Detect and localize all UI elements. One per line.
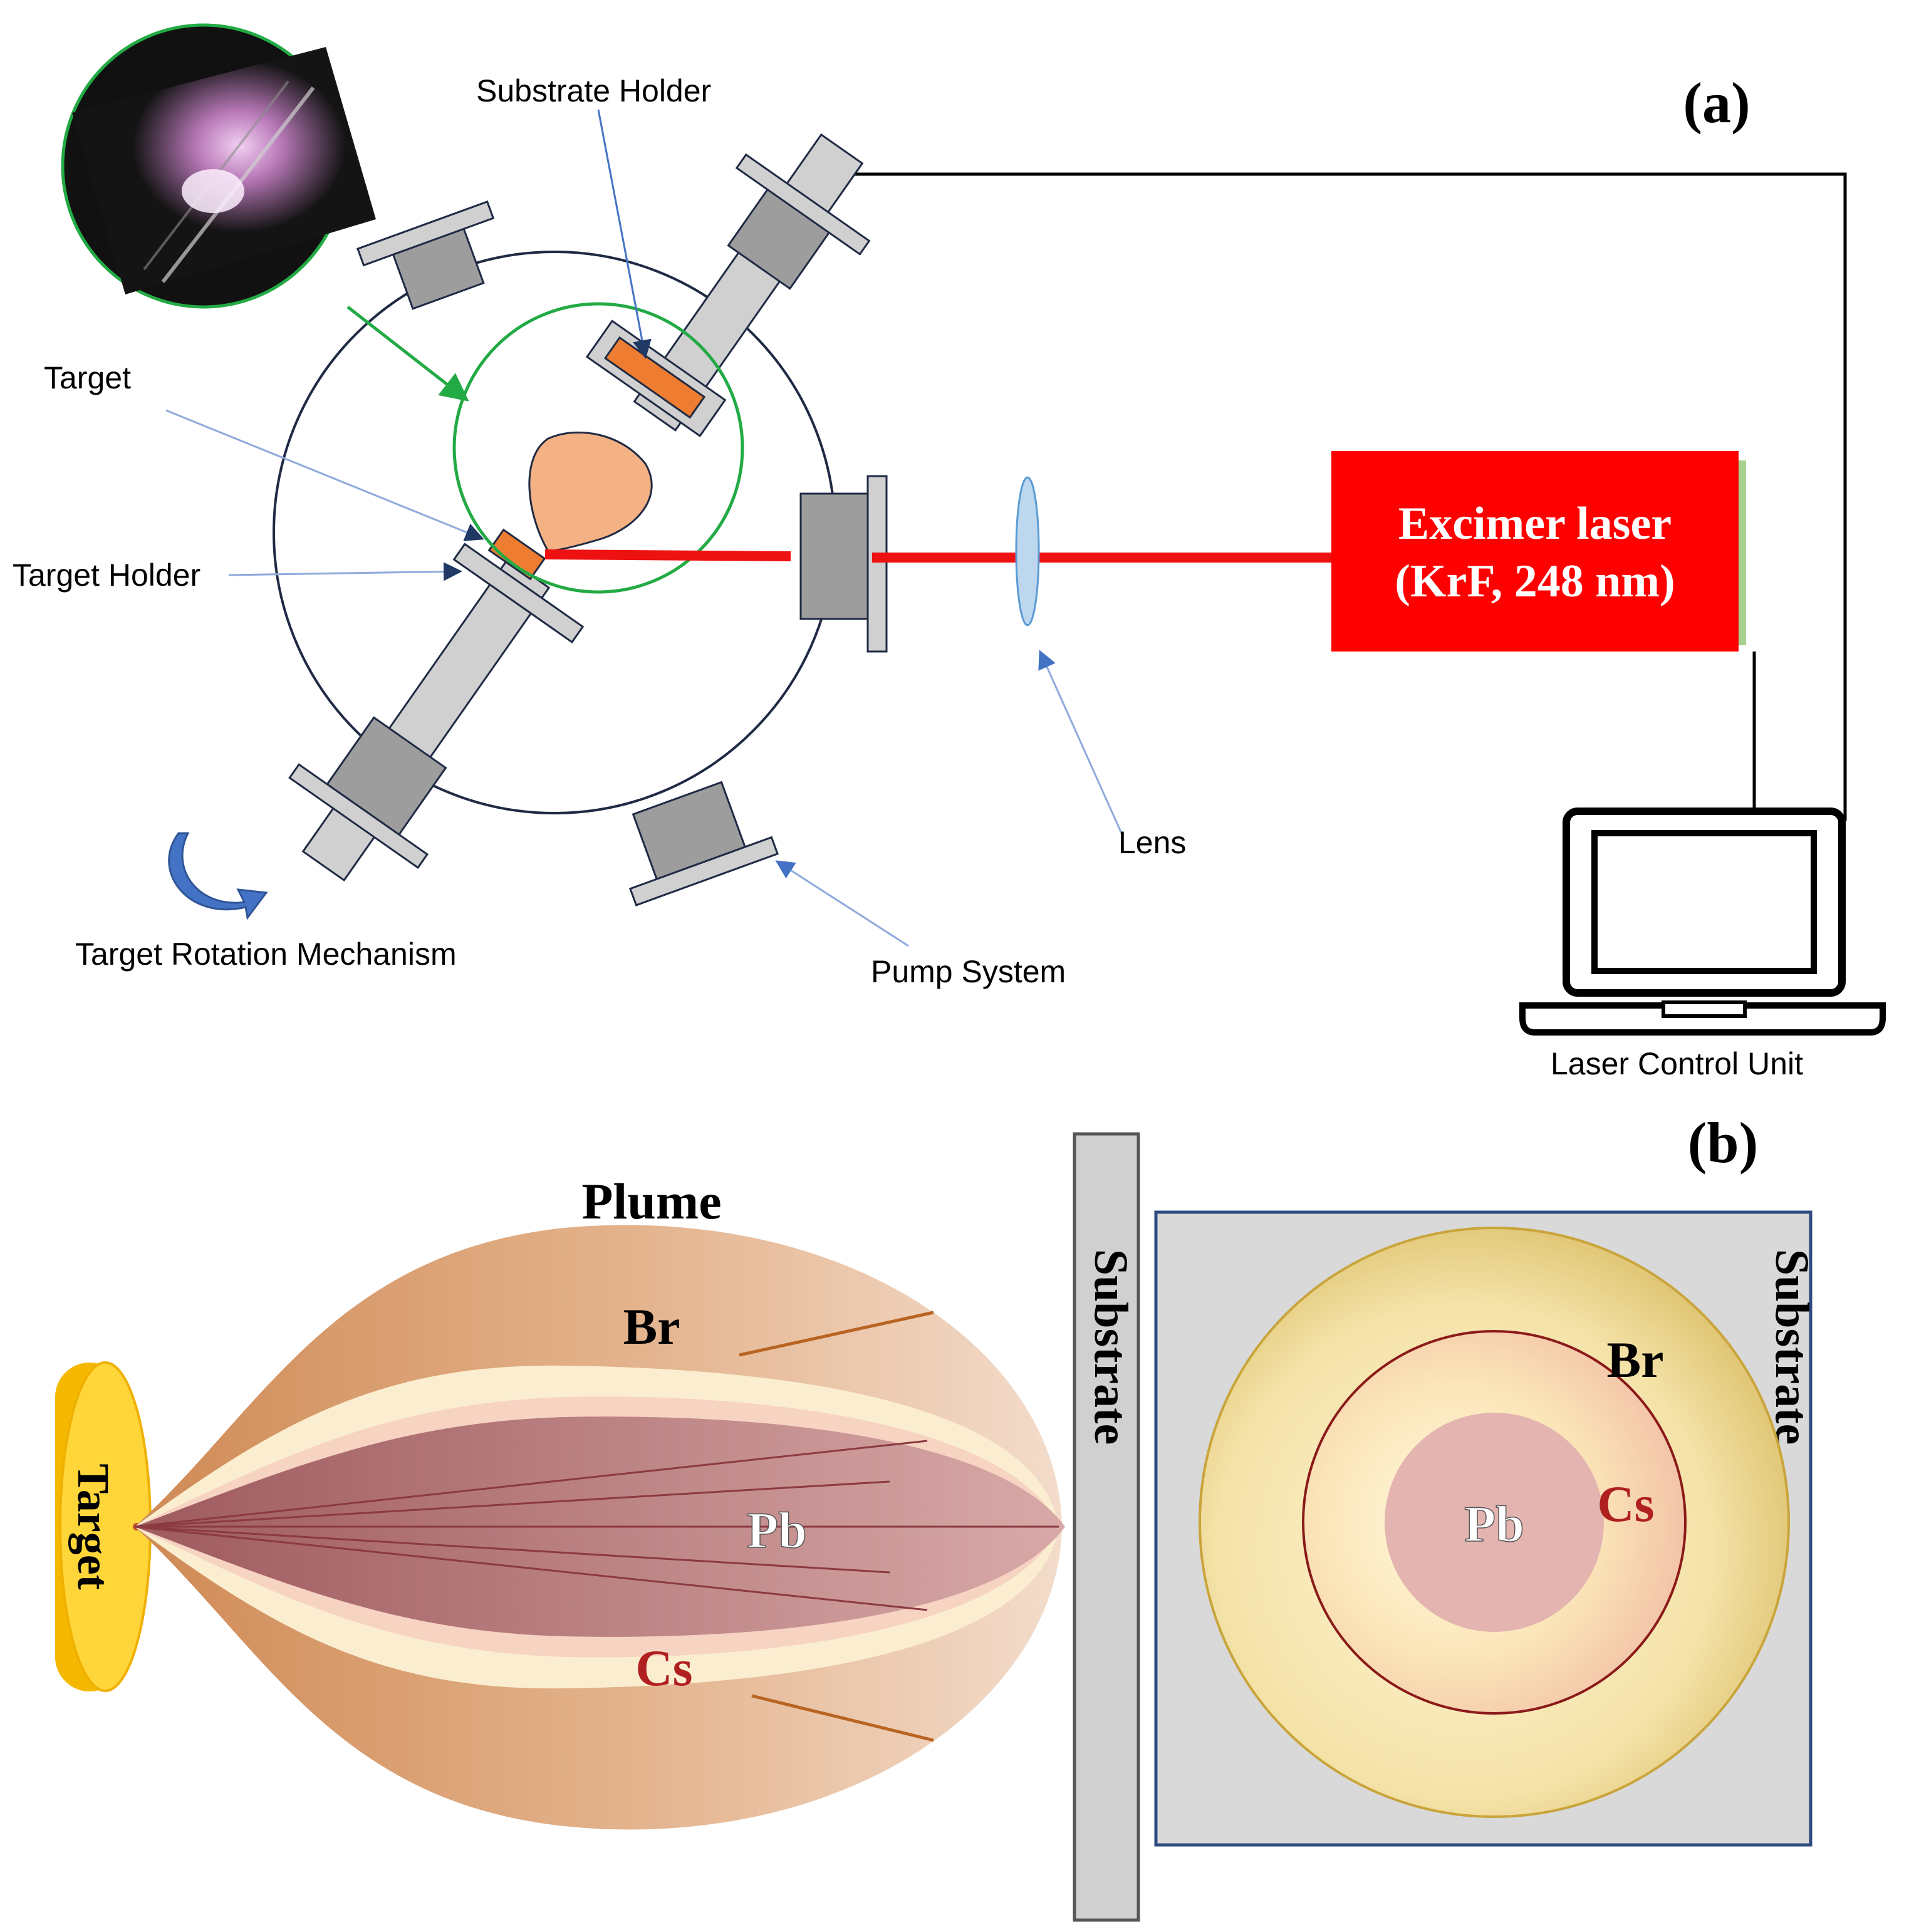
panel-b: (b) Target Plume Br Pb Cs <box>55 1111 1818 1922</box>
target-disk <box>55 1361 152 1692</box>
plume-photo <box>61 23 376 309</box>
label-substrate-holder: Substrate Holder <box>476 73 711 108</box>
rotation-arrow-icon <box>168 832 268 920</box>
leader-pump-system <box>775 860 909 947</box>
label-target-rotation: Target Rotation Mechanism <box>75 937 457 972</box>
panel-a: (a) <box>13 23 1886 1081</box>
zoom-arrow <box>346 306 469 402</box>
deposit-pb-core <box>1385 1413 1604 1632</box>
substrate-side-label: Substrate <box>1085 1249 1137 1445</box>
plume-cs-label: Cs <box>635 1639 692 1696</box>
target-piece <box>487 528 546 581</box>
substrate-holder <box>585 319 727 437</box>
plume-label: Plume <box>581 1173 721 1230</box>
laptop-icon <box>1519 808 1886 1036</box>
label-pump-system: Pump System <box>871 954 1066 989</box>
laser-title: Excimer laser <box>1398 498 1672 549</box>
deposit-br-label: Br <box>1606 1331 1663 1388</box>
label-control-unit: Laser Control Unit <box>1551 1046 1803 1081</box>
zoom-circle <box>452 302 744 594</box>
window-port <box>799 475 888 653</box>
leader-target <box>165 409 484 541</box>
focusing-lens <box>1015 476 1040 626</box>
deposit-cs-label: Cs <box>1597 1475 1654 1532</box>
trajectory-lines <box>134 1440 1059 1611</box>
plume-pb-label: Pb <box>747 1502 807 1559</box>
leader-target-holder <box>228 562 462 581</box>
deposit-pb-label: Pb <box>1464 1495 1524 1552</box>
laser-beam-inner <box>544 549 791 561</box>
substrate-top-label: Substrate <box>1766 1249 1818 1445</box>
pump-port <box>628 781 779 906</box>
substrate-arm <box>633 133 871 432</box>
plasma-plume <box>528 431 653 553</box>
target-disk-label: Target <box>68 1463 118 1589</box>
panel-b-label: (b) <box>1688 1111 1758 1175</box>
label-target-holder: Target Holder <box>13 558 200 593</box>
laser-output-window <box>1739 460 1746 645</box>
wire-substrate-to-control <box>808 172 1847 821</box>
laser-subtitle: (KrF, 248 nm) <box>1395 556 1675 607</box>
panel-a-label: (a) <box>1683 71 1750 135</box>
label-target: Target <box>44 360 131 395</box>
excimer-laser <box>1331 451 1739 652</box>
plume-br-label: Br <box>623 1298 680 1355</box>
port-upper-left <box>356 200 495 310</box>
target-arm <box>288 543 585 882</box>
leader-lens <box>1038 650 1123 834</box>
substrate-side <box>1073 1132 1140 1922</box>
plume-edge-lines <box>739 1311 934 1742</box>
leader-substrate-holder <box>597 109 652 359</box>
label-lens: Lens <box>1118 825 1186 860</box>
